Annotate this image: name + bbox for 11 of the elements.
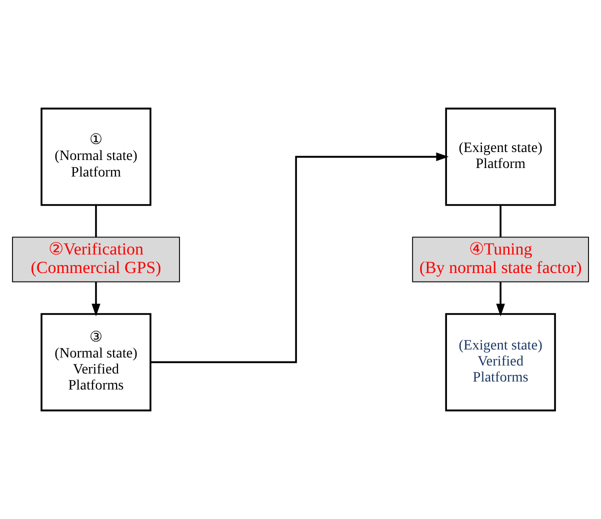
- node-box: (Exigent state) Platform: [445, 108, 556, 206]
- arrow: [92, 282, 100, 316]
- node-box: ②Verification (Commercial GPS): [12, 236, 180, 282]
- node-box: ① (Normal state) Platform: [40, 108, 152, 206]
- node-box: ③ (Normal state) Verified Platforms: [40, 313, 152, 412]
- node-box: ④Tuning (By normal state factor): [412, 236, 589, 282]
- connector: [95, 205, 97, 237]
- arrow: [496, 282, 505, 316]
- arrow: [150, 152, 449, 364]
- node-box: (Exigent state) Verified Platforms: [445, 313, 556, 412]
- connector: [500, 205, 502, 237]
